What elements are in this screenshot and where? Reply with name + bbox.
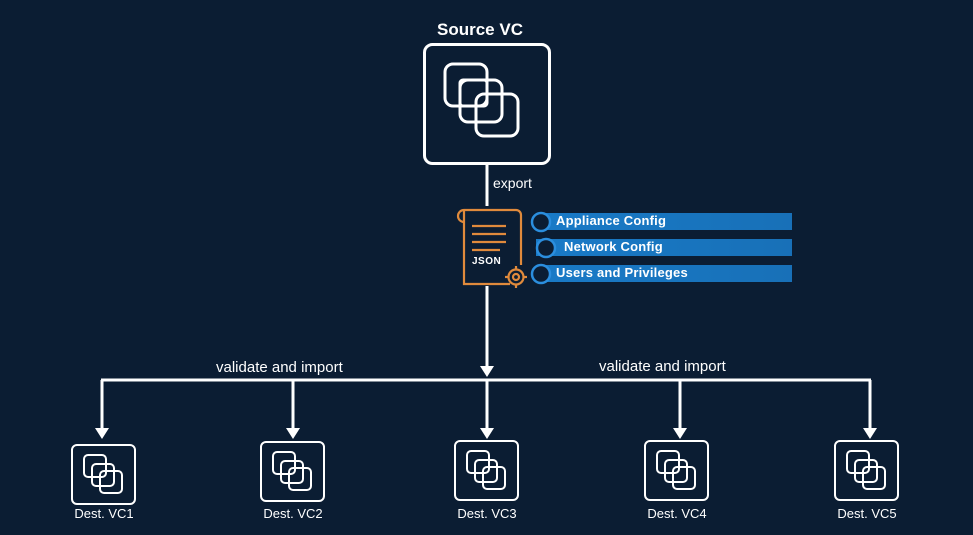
dest-vc2-node — [260, 441, 325, 502]
config-bullet-users — [530, 263, 552, 285]
config-item-network: Network Config — [564, 239, 663, 254]
vcenter-logo-icon — [272, 451, 312, 491]
config-bands — [530, 211, 792, 285]
vcenter-logo-icon — [656, 450, 696, 490]
destination-drops — [95, 380, 877, 439]
json-document-gear-icon — [456, 208, 527, 288]
dest-vc5-label: Dest. VC5 — [837, 506, 897, 521]
json-file-label: JSON — [472, 256, 502, 267]
config-band-network — [536, 239, 792, 256]
dest-vc2-label: Dest. VC2 — [263, 506, 323, 521]
dest-vc1-node — [71, 444, 136, 505]
config-item-users: Users and Privileges — [556, 265, 688, 280]
config-item-appliance: Appliance Config — [556, 213, 667, 228]
dest-vc1-label: Dest. VC1 — [74, 506, 134, 521]
vcenter-logo-icon — [466, 450, 506, 490]
source-vc-title: Source VC — [437, 20, 523, 39]
config-band-appliance — [536, 213, 792, 230]
dest-vc3-label: Dest. VC3 — [457, 506, 517, 521]
trunk-arrowhead — [480, 366, 494, 377]
config-bullet-appliance — [530, 211, 552, 233]
config-band-users — [536, 265, 792, 282]
dest-vc4-label: Dest. VC4 — [647, 506, 707, 521]
source-vc-node — [423, 43, 551, 165]
vcenter-logo-icon — [846, 450, 886, 490]
export-label: export — [493, 175, 532, 191]
dest-vc5-node — [834, 440, 899, 501]
dest-vc4-node — [644, 440, 709, 501]
vcenter-logo-icon — [443, 62, 520, 138]
config-bullet-network — [535, 237, 557, 259]
dest-vc3-node — [454, 440, 519, 501]
validate-import-label-right: validate and import — [599, 358, 726, 375]
validate-import-label-left: validate and import — [216, 359, 343, 376]
vcenter-logo-icon — [83, 454, 123, 494]
